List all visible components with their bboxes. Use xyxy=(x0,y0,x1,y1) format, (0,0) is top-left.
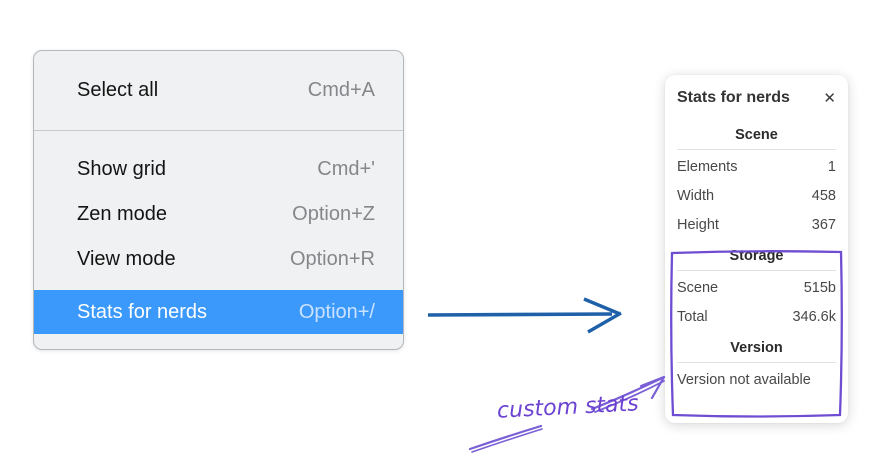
stat-row: Height 367 xyxy=(677,211,836,240)
stat-row: Width 458 xyxy=(677,182,836,211)
menu-item-show-grid[interactable]: Show grid Cmd+' xyxy=(34,147,403,192)
menu-item-shortcut: Option+Z xyxy=(292,203,375,225)
stat-row: Scene 515b xyxy=(677,274,836,303)
stats-panel: Stats for nerds ✕ Scene Elements 1 Width… xyxy=(665,75,848,423)
menu-item-label: Show grid xyxy=(77,158,166,180)
menu-section-top: Select all Cmd+A xyxy=(34,51,403,130)
menu-item-shortcut: Option+/ xyxy=(298,300,375,323)
context-menu: Select all Cmd+A Show grid Cmd+' Zen mod… xyxy=(33,50,404,350)
stat-value: 346.6k xyxy=(792,309,836,325)
menu-item-shortcut: Option+R xyxy=(289,248,375,270)
menu-item-select-all[interactable]: Select all Cmd+A xyxy=(34,51,403,130)
stat-label: Total xyxy=(677,309,708,325)
stat-value: 1 xyxy=(827,159,836,175)
version-note: Version not available xyxy=(677,372,811,388)
section-divider xyxy=(677,362,836,363)
stat-row: Total 346.6k xyxy=(677,303,836,332)
section-header: Storage xyxy=(729,248,784,264)
stat-label: Scene xyxy=(677,280,719,296)
section-divider xyxy=(677,270,836,271)
stat-value: 458 xyxy=(811,188,836,204)
menu-item-zen-mode[interactable]: Zen mode Option+Z xyxy=(34,192,403,237)
panel-section-scene: Scene Elements 1 Width 458 Height 367 xyxy=(677,127,836,240)
section-header: Scene xyxy=(735,127,778,143)
panel-title: Stats for nerds xyxy=(677,89,790,106)
stat-value: 515b xyxy=(803,280,836,296)
menu-item-stats-for-nerds[interactable]: Stats for nerds Option+/ xyxy=(34,290,403,334)
annotation-label: custom stats xyxy=(496,391,640,424)
stat-row: Elements 1 xyxy=(677,153,836,182)
menu-divider xyxy=(34,130,403,131)
stat-value: 367 xyxy=(811,217,836,233)
panel-header: Stats for nerds ✕ xyxy=(677,89,836,107)
menu-item-view-mode[interactable]: View mode Option+R xyxy=(34,237,403,282)
stat-label: Width xyxy=(677,188,715,204)
flow-arrow-icon xyxy=(427,297,622,334)
section-divider xyxy=(677,149,836,150)
menu-item-label: Select all xyxy=(77,79,159,101)
menu-section-bottom: Show grid Cmd+' Zen mode Option+Z View m… xyxy=(34,131,403,334)
panel-section-storage: Storage Scene 515b Total 346.6k xyxy=(677,248,836,332)
menu-item-label: Zen mode xyxy=(77,203,168,225)
close-icon[interactable]: ✕ xyxy=(823,89,836,107)
menu-item-label: View mode xyxy=(77,248,176,270)
menu-item-shortcut: Cmd+' xyxy=(317,158,375,180)
stat-label: Elements xyxy=(677,159,738,175)
annotation-stroke-icon xyxy=(468,424,543,453)
section-header: Version xyxy=(730,340,783,356)
panel-section-version: Version Version not available xyxy=(677,340,836,395)
menu-item-shortcut: Cmd+A xyxy=(307,79,375,101)
menu-item-label: Stats for nerds xyxy=(77,300,208,323)
stat-label: Height xyxy=(677,217,719,233)
